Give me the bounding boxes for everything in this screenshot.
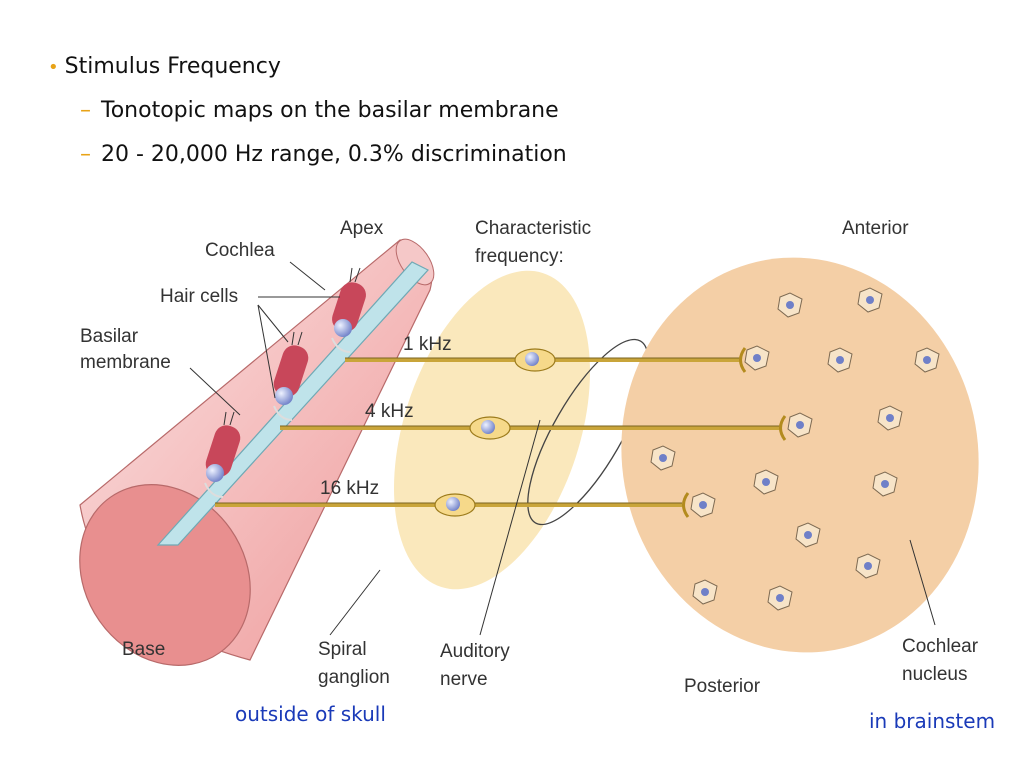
hair-cells bbox=[204, 267, 366, 498]
cochlear-nucleus bbox=[621, 257, 979, 653]
synapse-terminals bbox=[682, 347, 787, 518]
ganglion-cells bbox=[434, 348, 556, 517]
label-cochlea: Cochlea bbox=[205, 240, 275, 261]
label-base: Base bbox=[122, 639, 165, 660]
label-anterior: Anterior bbox=[842, 218, 909, 239]
bullet-dot-icon: • bbox=[48, 57, 59, 78]
label-basilar: Basilar bbox=[80, 326, 139, 347]
label-nerve: nerve bbox=[440, 669, 488, 690]
dash-icon: – bbox=[80, 142, 91, 167]
label-characteristic: Characteristic bbox=[475, 218, 591, 239]
nucleus-neurons bbox=[650, 287, 940, 611]
label-hair-cells: Hair cells bbox=[160, 286, 238, 307]
hair-cell bbox=[204, 411, 241, 498]
bullet-stimulus-frequency: •Stimulus Frequency bbox=[48, 54, 281, 79]
subbullet-text: Tonotopic maps on the basilar membrane bbox=[101, 98, 559, 123]
hair-cell bbox=[273, 331, 309, 421]
subbullet-tonotopic: –Tonotopic maps on the basilar membrane bbox=[80, 98, 559, 123]
label-posterior: Posterior bbox=[684, 676, 761, 697]
dash-icon: – bbox=[80, 98, 91, 123]
label-cochlear: Cochlear bbox=[902, 636, 979, 657]
label-spiral: Spiral bbox=[318, 639, 367, 660]
cochlea-base-opening bbox=[79, 484, 251, 666]
label-membrane: membrane bbox=[80, 352, 171, 373]
label-auditory: Auditory bbox=[440, 641, 510, 662]
label-frequency: frequency: bbox=[475, 246, 564, 267]
subbullet-text: 20 - 20,000 Hz range, 0.3% discriminatio… bbox=[101, 142, 567, 167]
label-16khz: 16 kHz bbox=[320, 478, 379, 499]
subbullet-range: –20 - 20,000 Hz range, 0.3% discriminati… bbox=[80, 142, 567, 167]
label-apex: Apex bbox=[340, 218, 384, 239]
diagram-labels: Apex Cochlea Hair cells Basilar membrane… bbox=[80, 218, 979, 697]
leader-lines bbox=[189, 261, 936, 636]
auditory-nerve bbox=[527, 338, 649, 526]
label-nucleus: nucleus bbox=[902, 664, 968, 685]
label-4khz: 4 kHz bbox=[365, 401, 414, 422]
label-ganglion: ganglion bbox=[318, 667, 390, 688]
bullet-text: Stimulus Frequency bbox=[64, 54, 281, 79]
note-in-brainstem: in brainstem bbox=[869, 709, 996, 733]
hair-cell bbox=[331, 267, 366, 353]
label-1khz: 1 kHz bbox=[403, 334, 452, 355]
note-outside-of-skull: outside of skull bbox=[235, 702, 386, 726]
